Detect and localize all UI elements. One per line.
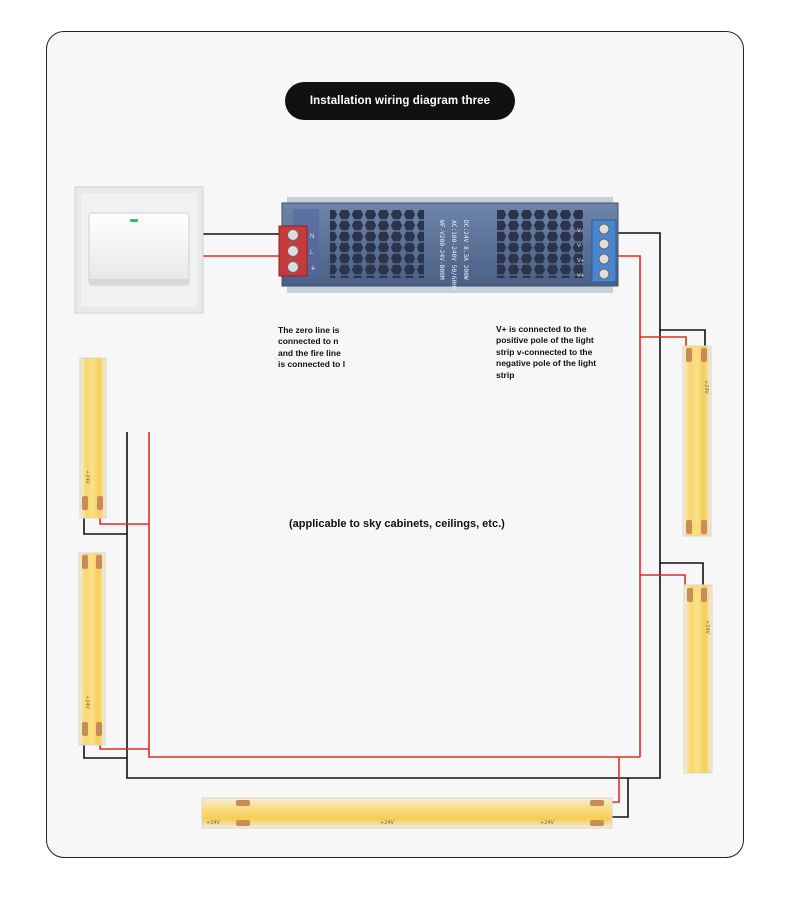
strip-marking: +24V (84, 695, 90, 710)
terminal-label-l: L (310, 250, 314, 256)
strip-marking: +24V (380, 820, 395, 826)
diagram-frame (46, 31, 744, 858)
driver-label-line-1: WF-V200-24V-B00M (438, 220, 445, 280)
ac-wiring-note: The zero line is connected to n and the … (278, 325, 346, 370)
strip-marking: +24V (704, 620, 710, 635)
led-strip-bottom: +24V +24V +24V (201, 797, 613, 829)
switch-indicator-led (130, 219, 138, 222)
diagram-title: Installation wiring diagram three (285, 82, 515, 120)
terminal-label-ground: ⏚ (310, 265, 316, 272)
live-wires (99, 255, 687, 803)
strip-marking: +24V (540, 820, 555, 826)
led-strip-left-top: +24V (79, 357, 107, 519)
driver-label-text: WF-V200-24V-B00M AC:100-240V 50/60Hz DC:… (438, 220, 469, 291)
terminal-label-v-plus-2: V+ (577, 273, 584, 279)
terminal-label-v-minus-1: V- (577, 228, 582, 234)
driver-label-line-3: DC:24V 8.3A 200W (462, 220, 469, 280)
driver-label-line-2: AC:100-240V 50/60Hz (450, 220, 457, 291)
led-driver: WF-V200-24V-B00M AC:100-240V 50/60Hz DC:… (278, 197, 619, 293)
application-caption: (applicable to sky cabinets, ceilings, e… (289, 518, 505, 530)
strip-marking: +24V (206, 820, 221, 826)
strip-marking: +24V (84, 470, 90, 485)
led-strip-left-bottom: +24V (78, 552, 106, 746)
terminal-label-v-minus-2: V- (577, 243, 582, 249)
ac-terminal-block: N L ⏚ (278, 225, 316, 277)
led-strip-right-bottom: +24V (683, 584, 713, 774)
strip-marking: +24V (703, 380, 709, 395)
wall-switch (74, 186, 204, 314)
terminal-label-n: N (310, 234, 314, 240)
dc-wiring-note: V+ is connected to the positive pole of … (496, 324, 597, 380)
led-strip-right-top: +24V (682, 345, 712, 537)
terminal-label-v-plus-1: V+ (577, 258, 584, 264)
dc-terminal-block: V- V- V+ V+ (577, 219, 617, 283)
neutral-wires (83, 232, 706, 818)
